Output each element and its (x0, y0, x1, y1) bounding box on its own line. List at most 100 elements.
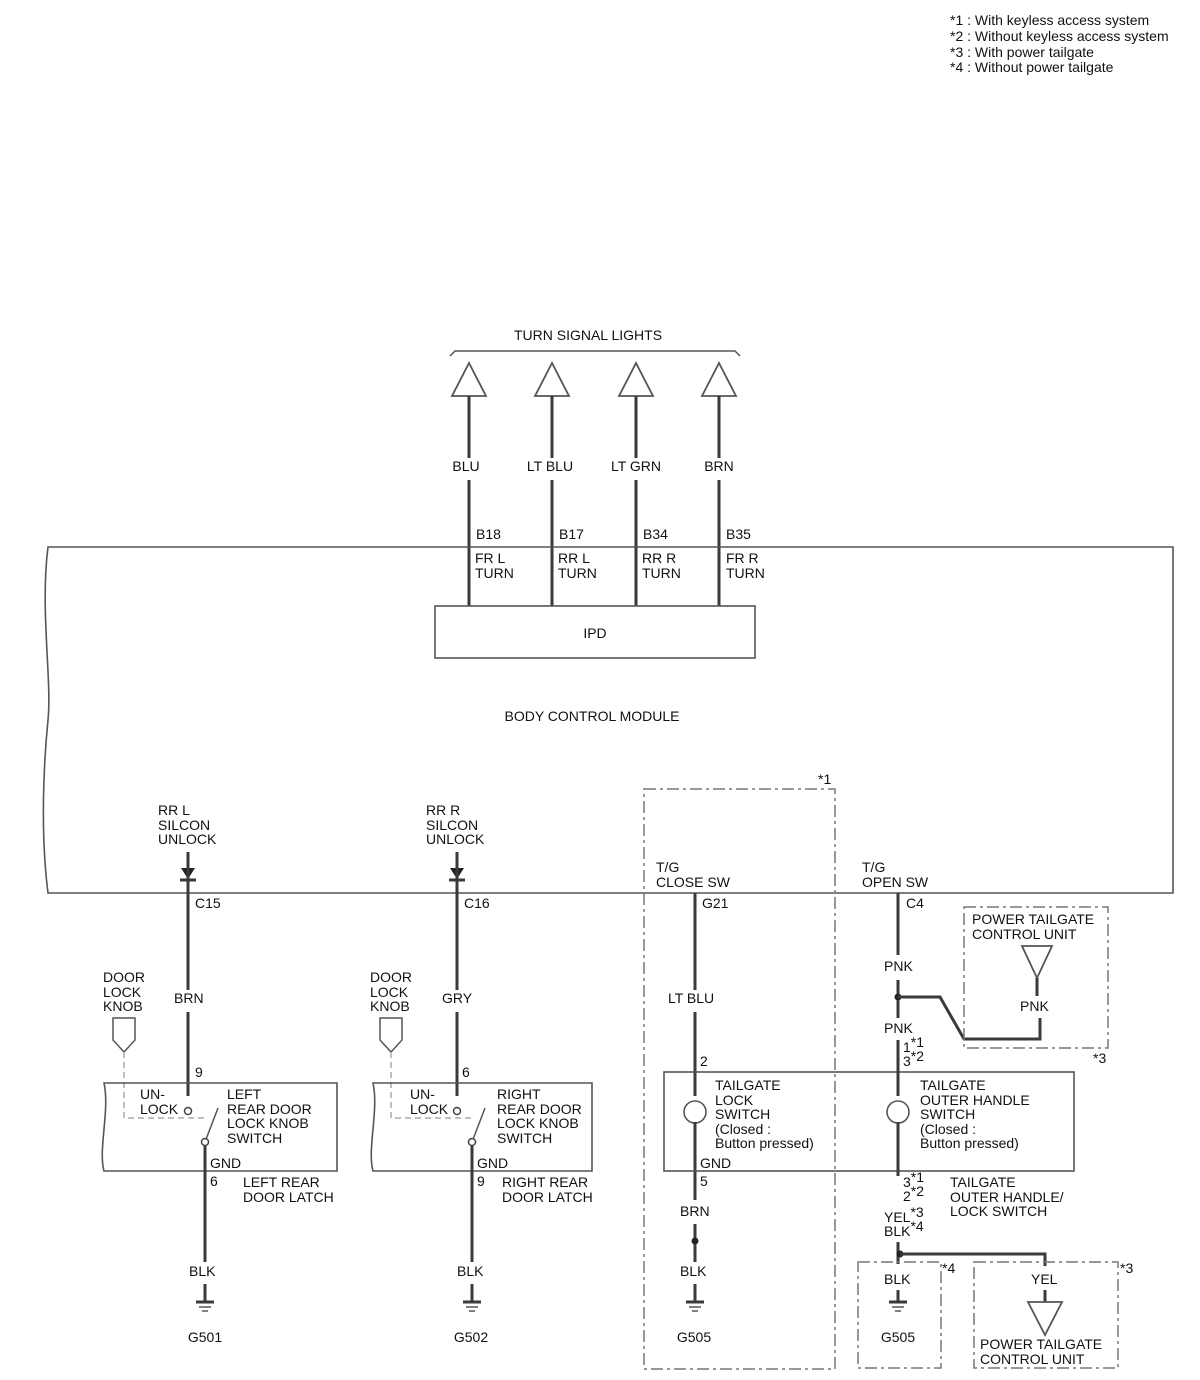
switch-label-line-3: SWITCH (715, 1106, 770, 1122)
wire-color-label: BLU (452, 458, 479, 474)
pin-label: G21 (702, 895, 729, 911)
connector-arrow-icon (700, 361, 738, 397)
unlock-label-line-1: UN- (410, 1086, 435, 1102)
wire-blk-label: BLK*4 (884, 1218, 924, 1239)
switch-label-line-1: RIGHT (497, 1086, 541, 1102)
left-rear-door-latch-box (101, 1082, 338, 1172)
ipd-box (434, 605, 756, 659)
switch-label-line-4: SWITCH (227, 1130, 282, 1146)
pcu2-title-line-2: CONTROL UNIT (980, 1351, 1085, 1367)
switch-blade-icon (471, 1107, 486, 1143)
door-lock-knob-icon (112, 1017, 136, 1054)
knob-label-line-1: DOOR (103, 969, 145, 985)
knob-label-line-2: LOCK (370, 984, 409, 1000)
wire-after-label: BRN (680, 1203, 710, 1219)
power-tailgate-lower-option-region (973, 1261, 1119, 1369)
switch-label-line-4: (Closed : (920, 1121, 976, 1137)
pin-label: C16 (464, 895, 490, 911)
pin-label: C4 (906, 895, 924, 911)
yel-branch-wire (900, 1252, 1047, 1266)
pin-label: B18 (476, 526, 501, 542)
signal-label-line-2: SILCON (158, 817, 210, 833)
pin-label: B35 (726, 526, 751, 542)
wire-color-label: BRN (174, 990, 204, 1006)
unlock-label-line-2: LOCK (140, 1101, 179, 1117)
turn-signal-bracket (449, 350, 741, 357)
bcm-label: BODY CONTROL MODULE (504, 708, 679, 724)
knob-label-line-3: KNOB (370, 998, 410, 1014)
pcu2-note-label: *3 (1120, 1260, 1133, 1276)
turn-signal-title: TURN SIGNAL LIGHTS (514, 327, 662, 343)
notes-legend: *1 : With keyless access system *2 : Wit… (950, 12, 1169, 75)
latch-label-line-1: LEFT REAR (243, 1174, 320, 1190)
ground-icon (463, 1300, 481, 1312)
gnd-label: GND (210, 1155, 241, 1171)
latch-label-line-2: DOOR LATCH (243, 1189, 334, 1205)
ground-label: G505 (881, 1329, 915, 1345)
signal-label-line-3: UNLOCK (426, 831, 485, 847)
tailgate-lock-switch-icon (683, 1100, 707, 1124)
keyless-option-region (643, 788, 836, 1370)
door-lock-knob-icon (379, 1017, 403, 1054)
pcu-note-label: *3 (1093, 1050, 1106, 1066)
ground-wire-label: BLK (189, 1263, 216, 1279)
terminal-label-line-1: FR L (475, 550, 506, 566)
pin-label: C15 (195, 895, 221, 911)
ground-icon (686, 1300, 704, 1312)
note-3: *3 : With power tailgate (950, 44, 1094, 60)
wire-after-label: PNK (884, 1020, 913, 1036)
switch-label-line-4: SWITCH (497, 1130, 552, 1146)
gnd-label: GND (477, 1155, 508, 1171)
latch-label-line-2: DOOR LATCH (502, 1189, 593, 1205)
gnd-wire-label: BLK (884, 1271, 911, 1287)
power-tailgate-option-region (963, 906, 1109, 1049)
wire-color-label: LT BLU (527, 458, 573, 474)
switch-pin-label: 6 (462, 1064, 470, 1080)
switch-label-line-3: LOCK KNOB (497, 1115, 579, 1131)
assembly-label-line-3: LOCK SWITCH (950, 1203, 1047, 1219)
turn-wire-fr-r: BRN B35 FR R TURN (700, 361, 765, 606)
wire-color-label: BRN (704, 458, 734, 474)
pin-bot-2-label: 2*2 (903, 1183, 924, 1204)
pcu2-wire-label: YEL (1031, 1271, 1058, 1287)
terminal-label-line-2: TURN (475, 565, 514, 581)
switch-label-line-2: OUTER HANDLE (920, 1092, 1030, 1108)
connector-arrow-icon (617, 361, 655, 397)
wire-color-label: GRY (442, 990, 473, 1006)
signal-label-line-1: RR L (158, 802, 190, 818)
switch-blade-icon (204, 1107, 219, 1143)
switch-label-line-2: REAR DOOR (497, 1101, 582, 1117)
pcu2-title-line-1: POWER TAILGATE (980, 1336, 1102, 1352)
ground-wire-label: BLK (457, 1263, 484, 1279)
ground-label: G505 (677, 1329, 711, 1345)
assembly-label-line-1: TAILGATE (950, 1174, 1016, 1190)
wire-color-label: PNK (884, 958, 913, 974)
terminal-label-line-2: TURN (558, 565, 597, 581)
gnd-note-label: *4 (942, 1260, 955, 1276)
signal-label-line-2: OPEN SW (862, 874, 929, 890)
gnd-pin-label: 9 (477, 1173, 485, 1189)
switch-label-line-5: Button pressed) (715, 1135, 814, 1151)
terminal-label-line-2: TURN (726, 565, 765, 581)
switch-pin-label: 2 (700, 1053, 708, 1069)
note-2: *2 : Without keyless access system (950, 28, 1169, 44)
body-control-module-box (42, 546, 1174, 894)
gnd-pin-label: 5 (700, 1173, 708, 1189)
switch-pin-label: 9 (195, 1064, 203, 1080)
pin-top-2-label: 3*2 (903, 1048, 924, 1069)
option-note-label: *1 (818, 771, 831, 787)
switch-contact-icon (452, 1106, 462, 1116)
pin-bot-1-label: 3*1 (903, 1169, 924, 1190)
ground-wire-label: BLK (680, 1263, 707, 1279)
pin-label: B34 (643, 526, 668, 542)
signal-label-line-1: T/G (656, 859, 679, 875)
unlock-label-line-1: UN- (140, 1086, 165, 1102)
pcu-branch-wire (898, 995, 1042, 1041)
turn-signal-lights: TURN SIGNAL LIGHTS BLU B18 FR L TURN LT … (449, 327, 765, 606)
terminal-label-line-1: RR R (642, 550, 676, 566)
signal-label-line-2: SILCON (426, 817, 478, 833)
switch-label-line-2: REAR DOOR (227, 1101, 312, 1117)
tailgate-close-circuit: *1 T/G CLOSE SW G21 LT BLU 2 TAILGATE LO… (643, 771, 836, 1370)
left-rear-circuit: RR L SILCON UNLOCK C15 BRN DOOR LOCK KNO… (101, 802, 338, 1345)
